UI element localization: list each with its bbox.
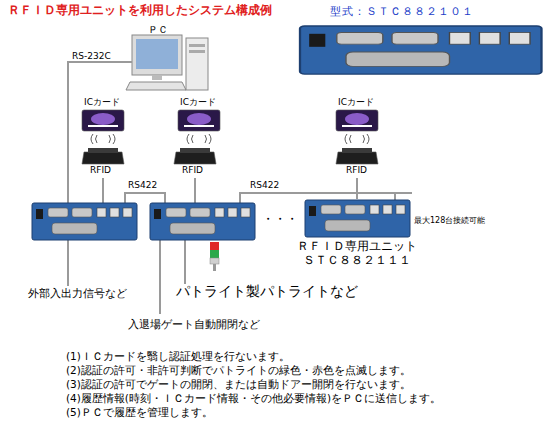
- wires: [68, 62, 412, 314]
- io-label: 外部入出力信号など: [28, 287, 127, 300]
- rfid-reader-node: RFID: [172, 146, 218, 178]
- reader-wire: [194, 178, 196, 203]
- screen: [136, 39, 178, 69]
- keyboard: [126, 82, 186, 90]
- node-label: RFID: [182, 165, 203, 176]
- list-item: (5)ＰＣで履歴を管理します。: [66, 406, 213, 419]
- diagram-title: ＲＦＩＤ専用ユニットを利用したシステム構成例: [8, 3, 272, 17]
- product-photo: [300, 26, 542, 74]
- monitor-stand: [152, 75, 162, 80]
- reader-wire: [356, 178, 358, 199]
- node-label: ＰＣ: [148, 24, 168, 36]
- rfid-reader: [336, 148, 378, 164]
- patlite-red: [210, 242, 219, 250]
- list-item: (3)認証の許可でゲートの開閉、または自動ドアー開閉を行ないます。: [66, 378, 411, 391]
- rs232c-wire: [68, 62, 132, 203]
- patlite-symbol: [210, 242, 219, 271]
- ellipsis: ・・・: [262, 212, 298, 226]
- radio-wave: [345, 134, 369, 144]
- signal-name: RS-232C: [72, 51, 111, 62]
- rfid-unit-node: ＲＦＩＤ専用ユニット ＳＴＣ８８２１１１: [292, 199, 422, 271]
- gate-label: 入退場ゲート自動開閉など: [128, 318, 260, 331]
- monitor: [132, 35, 182, 75]
- drive-bay: [189, 44, 205, 47]
- ic-card: [336, 110, 378, 131]
- patlite-base: [210, 258, 219, 264]
- ic-card-node: ICカード: [80, 97, 128, 132]
- note: 最大128台接続可能: [414, 216, 485, 226]
- rfid-reader: [82, 148, 124, 164]
- patlite-label: パトライト製パトライトなど: [176, 283, 358, 300]
- node-label: ICカード: [84, 97, 120, 108]
- rfid-unit: [305, 200, 410, 237]
- signal-name: RS422: [250, 180, 279, 191]
- ic-card-node: ICカード: [176, 97, 224, 132]
- model-number: 型式：ＳＴＣ８８２１０１: [330, 5, 474, 18]
- pc-node: ＰＣ: [126, 24, 212, 94]
- patlite-wire: [184, 240, 186, 284]
- node-label: ＲＦＩＤ専用ユニット ＳＴＣ８８２１１１: [292, 239, 422, 268]
- rs422-wire: [125, 193, 165, 203]
- rfid-reader: [174, 148, 216, 164]
- rfid-reader-node: RFID: [80, 146, 126, 178]
- list-item: (2)認証の許可・非許可判断でパトライトの緑色・赤色を点滅します。: [66, 364, 411, 377]
- io-wire: [67, 240, 69, 286]
- ic-card: [178, 110, 220, 131]
- radio-wave: [91, 134, 115, 144]
- list-item: (1)ＩＣカードを翳し認証処理を行ないます。: [66, 350, 290, 363]
- drive-bay: [189, 50, 205, 53]
- list-item: (4)履歴情報(時刻・ＩＣカード情報・その他必要情報)をＰＣに送信します。: [66, 392, 441, 405]
- pc-illustration: [126, 35, 208, 90]
- ic-card: [82, 110, 124, 131]
- rfid-unit: [150, 203, 255, 240]
- signal-name: RS422: [128, 180, 157, 191]
- patlite-stem: [213, 264, 216, 271]
- reader-wire: [102, 178, 104, 203]
- ic-card-node: ICカード: [334, 97, 382, 132]
- rfid-reader-node: RFID: [334, 146, 380, 178]
- node-label: RFID: [90, 165, 111, 176]
- radio-wave: [187, 134, 211, 144]
- patlite-green: [210, 250, 219, 258]
- rfid-unit: [32, 203, 137, 240]
- rs422-wire: [394, 193, 396, 200]
- node-label: ICカード: [338, 97, 374, 108]
- pc-tower: [186, 38, 208, 90]
- gate-wire: [159, 240, 161, 314]
- node-label: RFID: [346, 165, 367, 176]
- node-label: ICカード: [180, 97, 216, 108]
